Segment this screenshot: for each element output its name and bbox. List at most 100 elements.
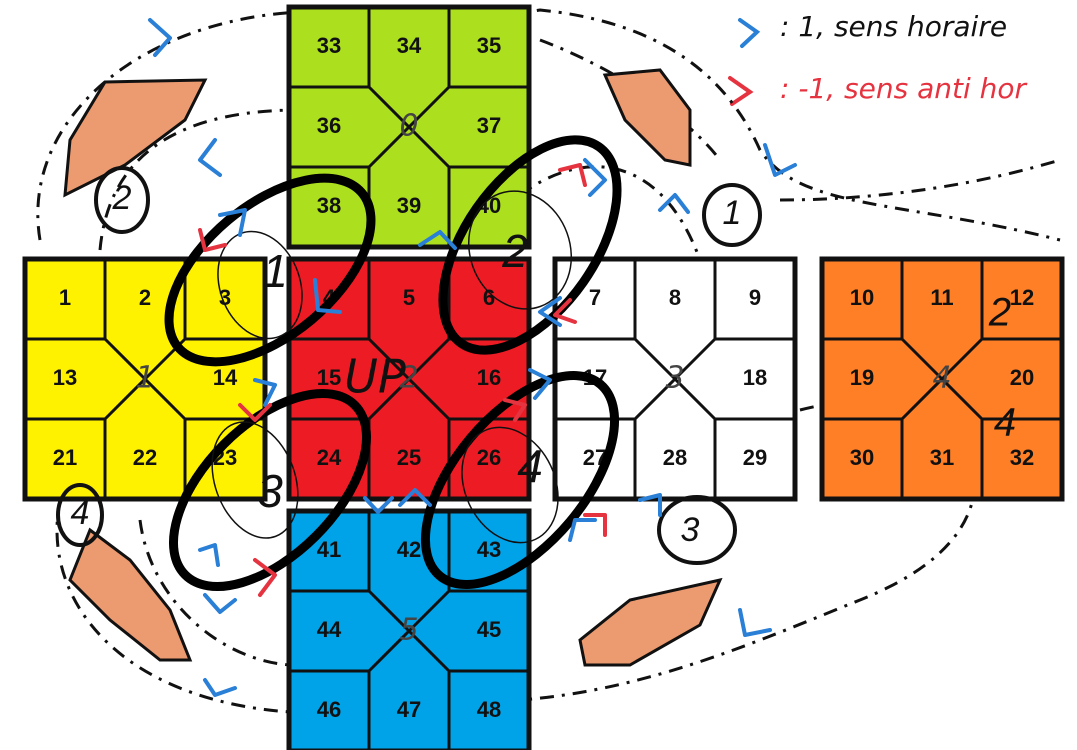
front-sticker-number: 15	[317, 365, 341, 390]
right-sticker-number: 29	[743, 445, 767, 470]
back-sticker-number: 20	[1010, 365, 1034, 390]
bottom-sticker-number: 47	[397, 697, 421, 722]
corner-label-circle-1	[702, 183, 762, 247]
left-face-grid-line	[103, 337, 147, 381]
bottom-face-grid-line	[407, 589, 451, 633]
arrow-blue-10	[253, 378, 277, 407]
arrow-blue-3	[218, 208, 247, 237]
left-face-center-label: 1	[135, 361, 154, 396]
right-sticker-number: 8	[669, 285, 681, 310]
arrow-blue-11	[528, 368, 552, 400]
front-face-center-label: 2	[399, 361, 418, 396]
corner-label-circle-2	[94, 166, 150, 234]
left-sticker-number: 2	[139, 285, 151, 310]
back-sticker-number: 30	[850, 445, 874, 470]
arrow-red-5	[503, 398, 527, 422]
left-face-grid-line	[103, 377, 147, 421]
top-sticker-number: 37	[477, 113, 501, 138]
legend-counter-arrow	[728, 76, 754, 106]
right-sticker-number: 9	[749, 285, 761, 310]
arrow-blue-12	[363, 496, 394, 514]
dashed-path-bottom-left	[55, 499, 291, 714]
front-sticker-number: 6	[483, 285, 495, 310]
arrow-blue-17	[203, 593, 237, 614]
front-sticker-number: 24	[317, 445, 342, 470]
arrow-red-3	[553, 298, 577, 324]
top-face-grid-line	[407, 85, 451, 129]
top-sticker-number: 35	[477, 33, 501, 58]
bottom-face-center-label: 5	[399, 613, 418, 648]
sticker-top-left	[63, 78, 208, 198]
top-face-center-label: 0	[399, 109, 418, 144]
left-sticker-number: 3	[219, 285, 231, 310]
left-sticker-number: 14	[213, 365, 238, 390]
bottom-sticker-number: 42	[397, 537, 421, 562]
bottom-sticker-number: 43	[477, 537, 501, 562]
top-face-grid-line	[367, 85, 411, 129]
arrow-blue-7	[658, 193, 690, 214]
arrow-blue-9	[538, 296, 562, 327]
ring-3	[168, 388, 372, 592]
back-sticker-number: 32	[1010, 445, 1034, 470]
front-sticker-number: 26	[477, 445, 501, 470]
dashed-path-right	[779, 158, 1061, 412]
right-face-grid-line	[633, 377, 677, 421]
spiral-4	[461, 426, 559, 544]
arrow-blue-16	[198, 543, 220, 567]
ring-label-4: 4	[517, 440, 543, 492]
top-face-grid-line	[407, 125, 451, 169]
back-face-grid-line	[900, 337, 944, 381]
bottom-face-grid-line	[367, 629, 411, 673]
front-sticker-number: 16	[477, 365, 501, 390]
legend: : 1, sens horaire : -1, sens anti hor	[728, 10, 1028, 106]
arrow-blue-8	[763, 143, 797, 177]
back-face-grid-line	[940, 377, 984, 421]
front-sticker-number: 25	[397, 445, 421, 470]
bottom-sticker-number: 46	[317, 697, 341, 722]
corner-label-circle-4	[56, 483, 104, 547]
ring-label-2: 2	[501, 225, 528, 277]
corner-stickers	[63, 68, 723, 667]
top-sticker-number: 38	[317, 193, 341, 218]
ring-2	[438, 135, 622, 355]
arrow-blue-15	[568, 518, 597, 542]
arrow-blue-14	[638, 493, 662, 517]
spiral-2	[467, 190, 573, 310]
front-face-grid-line	[407, 377, 451, 421]
right-sticker-number: 18	[743, 365, 767, 390]
arrow-red-7	[253, 558, 277, 597]
back-sticker-number: 31	[930, 445, 954, 470]
front-face-grid-line	[407, 337, 451, 381]
arrow-red-4	[238, 403, 272, 422]
back-sticker-number: 11	[930, 285, 953, 310]
rotation-rings	[164, 135, 622, 592]
ring-1	[164, 173, 376, 367]
bottom-face-grid-line	[367, 589, 411, 633]
spiral-3	[211, 421, 299, 539]
corner-label-texts: 1 2 3 4	[71, 179, 742, 549]
bottom-face-background	[286, 508, 532, 750]
arrow-blue-5	[418, 230, 457, 250]
right-face-center-label: 3	[665, 361, 684, 396]
arrow-blue-4	[313, 278, 342, 314]
bottom-sticker-number: 44	[317, 617, 342, 642]
sticker-bottom-left	[68, 527, 193, 662]
legend-counter-text: : -1, sens anti hor	[780, 72, 1028, 105]
right-face-grid-line	[673, 337, 717, 381]
corner-label-circle-3	[657, 495, 737, 565]
extra-label-back-top: 2	[988, 291, 1011, 335]
corner-labels	[56, 166, 762, 565]
corner-label-2: 2	[112, 179, 132, 217]
bottom-sticker-number: 48	[477, 697, 501, 722]
legend-clockwise-arrow	[738, 18, 761, 48]
arrow-blue-13	[398, 488, 432, 507]
front-face-grid-line	[367, 337, 411, 381]
right-sticker-number: 28	[663, 445, 687, 470]
extra-label-back-bottom: 4	[994, 401, 1016, 445]
